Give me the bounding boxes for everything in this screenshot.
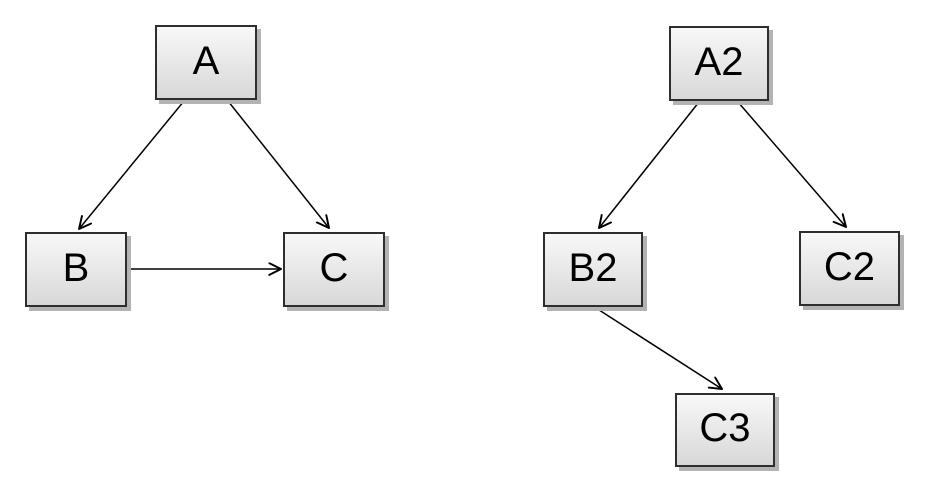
- node-B: B: [25, 232, 127, 307]
- edge-A-C: [227, 100, 329, 228]
- edge-A2-B2: [599, 101, 700, 228]
- node-label-C3: C3: [699, 406, 751, 450]
- node-label-A2: A2: [694, 39, 744, 84]
- edge-A-B: [79, 100, 185, 229]
- edge-B2-C3: [595, 307, 722, 389]
- node-C: C: [283, 232, 385, 307]
- edge-A2-C2: [737, 101, 846, 227]
- node-A2: A2: [669, 26, 769, 101]
- node-A: A: [155, 25, 257, 100]
- node-label-C: C: [319, 245, 349, 290]
- node-label-C2: C2: [823, 244, 876, 289]
- node-label-B: B: [62, 245, 90, 290]
- node-C2: C2: [799, 231, 900, 306]
- node-B2: B2: [543, 232, 643, 307]
- node-C3: C3: [675, 393, 775, 467]
- node-label-A: A: [192, 38, 220, 83]
- node-label-B2: B2: [568, 245, 618, 290]
